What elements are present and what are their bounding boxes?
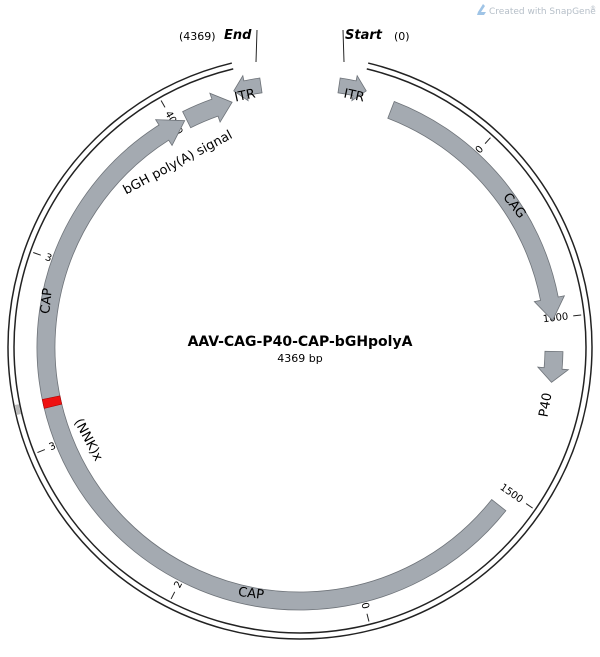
end-position-label: (4369)	[179, 30, 216, 43]
plasmid-size: 4369 bp	[277, 352, 322, 365]
end-label: End	[224, 28, 252, 43]
feature-itr-left-label: ITR	[233, 87, 256, 106]
feature-itr-right-arrow[interactable]	[337, 74, 367, 102]
nnk-ring-marker	[14, 404, 21, 415]
feature-cag-arrow[interactable]	[387, 100, 566, 322]
feature-itr-left-arrow[interactable]	[233, 74, 263, 102]
tick-mark	[170, 591, 176, 600]
watermark: Created with SnapGene ®	[477, 4, 596, 17]
tick-mark	[366, 613, 370, 622]
feature-itr-right-label: ITR	[342, 87, 365, 106]
backbone-inner-ring	[13, 68, 587, 634]
snapgene-logo-icon	[477, 4, 486, 15]
watermark-mark: ®	[590, 5, 596, 12]
feature-cap-arrow[interactable]	[36, 119, 507, 611]
tick-mark	[484, 137, 491, 144]
start-line	[342, 29, 345, 63]
feature-nnk-block[interactable]	[41, 395, 63, 409]
tick-mark	[33, 252, 41, 256]
feature-p40-label: P40	[536, 392, 555, 419]
backbone-outer-ring	[7, 62, 593, 640]
feature-cap-label-secondary: CAP	[237, 585, 265, 603]
start-marker: Start (0)	[342, 28, 410, 63]
feature-p40-arrow[interactable]	[536, 350, 570, 383]
start-label: Start	[345, 28, 383, 43]
watermark-text: Created with SnapGene	[489, 7, 596, 17]
start-position-label: (0)	[394, 30, 410, 43]
end-marker: (4369) End	[179, 28, 258, 63]
plasmid-name: AAV-CAG-P40-CAP-bGHpolyA	[188, 334, 413, 350]
tick-mark	[525, 503, 533, 509]
plasmid-backbone	[7, 62, 593, 640]
tick-mark	[160, 100, 166, 108]
tick-label: 1500	[498, 482, 525, 506]
tick-mark	[37, 449, 46, 454]
feature-cap-label: CAP	[38, 287, 56, 314]
feature-bgh-arrow[interactable]	[182, 92, 233, 129]
end-line	[255, 29, 258, 63]
tick-mark	[573, 314, 582, 317]
